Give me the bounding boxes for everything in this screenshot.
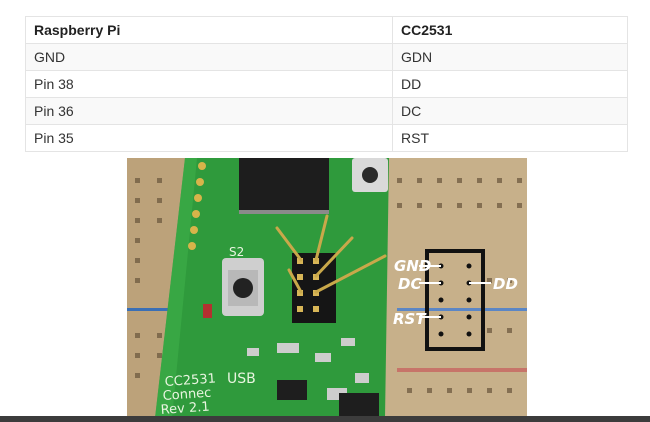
table-header-row: Raspberry Pi CC2531: [25, 16, 628, 44]
pcb-edge-pads: [188, 162, 206, 250]
table-cell: Pin 35: [25, 124, 393, 152]
label-gnd: GND: [394, 257, 431, 275]
table-cell: DD: [392, 70, 628, 98]
label-dc: DC: [398, 275, 421, 293]
table-row: Pin 38 DD: [25, 70, 628, 98]
table-cell: GND: [25, 43, 393, 71]
pinout-box: [425, 249, 485, 351]
table-cell: Pin 36: [25, 97, 393, 125]
cc2531-wiring-photo: S2: [127, 158, 527, 418]
table-cell: GDN: [392, 43, 628, 71]
table-cell: Pin 38: [25, 70, 393, 98]
table-row: Pin 36 DC: [25, 97, 628, 125]
pin-mapping-table: Raspberry Pi CC2531 GND GDN Pin 38 DD Pi…: [25, 16, 628, 152]
label-rst: RST: [393, 310, 427, 328]
header-cc2531: CC2531: [392, 16, 628, 44]
pinout-diagram: GND DC RST DD: [393, 249, 518, 351]
bottom-scroll-bar: [0, 416, 650, 422]
silk-board-name: CC2531: [164, 371, 216, 390]
cc2531-chip: [239, 158, 329, 210]
table-row: GND GDN: [25, 43, 628, 71]
silk-usb: USB: [227, 371, 256, 387]
table-cell: DC: [392, 97, 628, 125]
silk-connector: Connec: [162, 386, 212, 404]
table-cell: RST: [392, 124, 628, 152]
photo-illustration: S2: [127, 158, 527, 418]
label-dd: DD: [493, 275, 518, 293]
table-row: Pin 35 RST: [25, 124, 628, 152]
debug-header: [275, 214, 387, 323]
header-raspberry-pi: Raspberry Pi: [25, 16, 393, 44]
breadboard-holes: [135, 178, 522, 393]
led: [203, 304, 212, 318]
silk-revision: Rev 2.1: [160, 400, 210, 418]
silk-s2: S2: [229, 245, 244, 259]
